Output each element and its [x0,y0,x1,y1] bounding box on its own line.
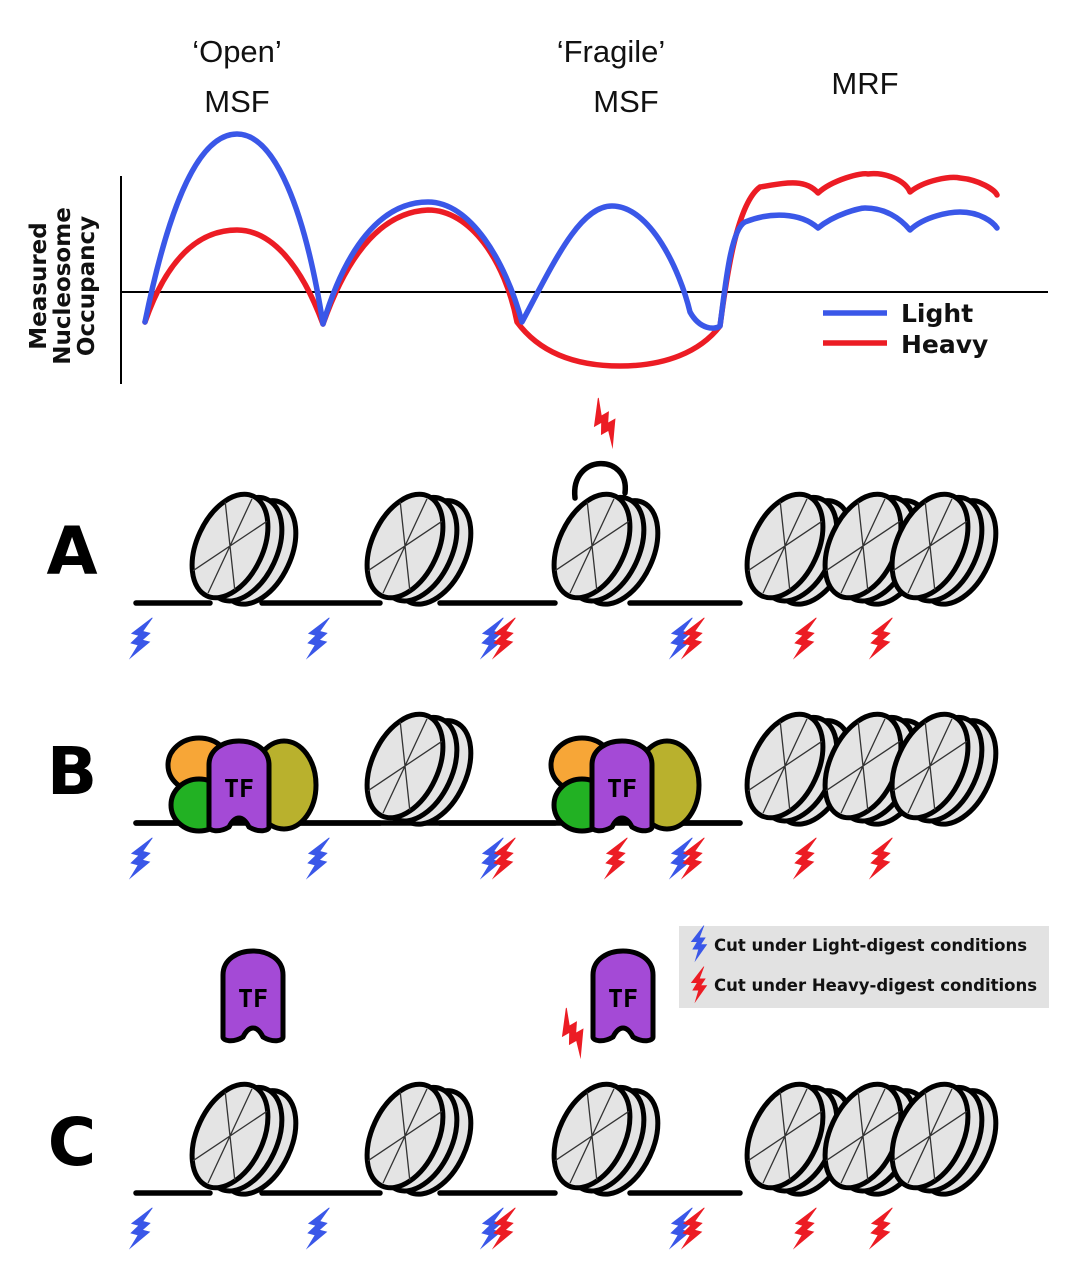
heavy-occupancy-curve [142,170,1000,369]
heavy-cut-bolt-icon [788,1203,821,1254]
y-axis-label-line1: Measured [26,222,52,349]
light-cut-bolt-icon [124,1203,157,1254]
mrf-label: MRF [831,66,898,101]
nucleosome-6-cross-lines [892,498,968,594]
tf-bound-nucleosome-1-tf-shape [220,948,286,1044]
nucleosome-5-cross-lines [825,1088,901,1184]
light-occupancy-curve [142,131,1000,331]
nucleosome-6-cross-lines [892,718,968,814]
heavy-cut-bolt-icon [788,613,821,664]
nucleosome-2 [364,491,474,607]
tf-complex-2: TF [548,735,702,834]
light-cut-bolt-icon [124,613,157,664]
nucleosome-6-cross-lines [892,1088,968,1184]
light-cut-bolt-icon [124,833,157,884]
fragile-heavy-cut-bolt-icon [582,395,629,452]
open-msf-label-line2: MSF [204,84,269,119]
tf-bound-nucleosome-3-tf-shape [590,948,656,1044]
nucleosome-2 [364,1081,474,1197]
nucleosome-2-cross-lines [367,1088,443,1184]
heavy-cut-bolt-icon [864,833,897,884]
tf-bound-nucleosome-3-tf-label: TF [608,984,638,1013]
tf-complex-1-tf-shape [206,738,272,834]
nucleosome-5-cross-lines [825,718,901,814]
row-label-c: C [48,1104,96,1181]
nucleosome-3-cross-lines [554,498,630,594]
cut-key: Cut under Light-digest conditions Cut un… [679,925,1049,1008]
y-axis-label: Measured Nucleosome Occupancy [26,207,100,365]
chromatin-row-b: TF TF [124,711,999,884]
row-label-a: A [46,513,97,590]
nucleosome-5-cross-lines [825,498,901,594]
nucleosome-3 [551,491,661,607]
nucleosome-2-cross-lines [367,498,443,594]
y-axis-label-line3: Occupancy [74,216,100,356]
nucleosome-6 [889,711,999,827]
cut-key-background [679,926,1049,1008]
nucleosome-3-cross-lines [554,1088,630,1184]
legend-light-label: Light [901,299,973,328]
light-cut-bolt-icon [301,613,334,664]
legend-heavy-label: Heavy [901,330,988,359]
heavy-cut-bolt-icon [864,1203,897,1254]
fragile-msf-label-line1: ‘Fragile’ [557,34,666,69]
tf-heavy-cut-bolt-icon [550,1005,597,1062]
chromatin-row-a [124,460,999,664]
nucleosome-1 [189,1081,299,1197]
nucleosome-2 [364,711,474,827]
tf-bound-nucleosome-1: TF [220,948,286,1044]
chromatin-rows: TF TF TF TF [124,460,999,1254]
plot-legend: Light Heavy [823,299,988,359]
tf-complex-1: TF [165,735,319,834]
heavy-cut-bolt-icon [599,833,632,884]
nucleosome-6 [889,1081,999,1197]
nucleosome-4-cross-lines [747,498,823,594]
nucleosome-4-cross-lines [747,1088,823,1184]
heavy-cut-bolt-icon [864,613,897,664]
dna-fragile-loop [572,460,628,501]
tf-complex-1-tf-label: TF [224,774,254,803]
tf-bound-nucleosome-1-tf-label: TF [238,984,268,1013]
light-cut-bolt-icon [301,1203,334,1254]
tf-complex-2-tf-label: TF [607,774,637,803]
nucleosome-6 [889,491,999,607]
nucleosome-4-cross-lines [747,718,823,814]
tf-complex-2-tf-shape [589,738,655,834]
heavy-cut-bolt-icon [788,833,821,884]
open-msf-label-line1: ‘Open’ [192,34,282,69]
cut-key-light-text: Cut under Light-digest conditions [714,936,1027,955]
nucleosome-1-cross-lines [192,498,268,594]
light-cut-bolt-icon [301,833,334,884]
nucleosome-1-cross-lines [192,1088,268,1184]
fragile-msf-label-line2: MSF [593,84,658,119]
occupancy-plot: ‘Open’ MSF ‘Fragile’ MSF MRF Measured Nu… [26,34,1048,452]
row-label-b: B [47,733,97,810]
tf-bound-nucleosome-3: TF [590,948,656,1044]
nucleosome-2-cross-lines [367,718,443,814]
y-axis-label-line2: Nucleosome [50,207,76,365]
chromatin-row-c: TF TF [124,948,999,1254]
nucleosome-1 [189,491,299,607]
cut-key-heavy-text: Cut under Heavy-digest conditions [714,976,1037,995]
nucleosome-3 [551,1081,661,1197]
